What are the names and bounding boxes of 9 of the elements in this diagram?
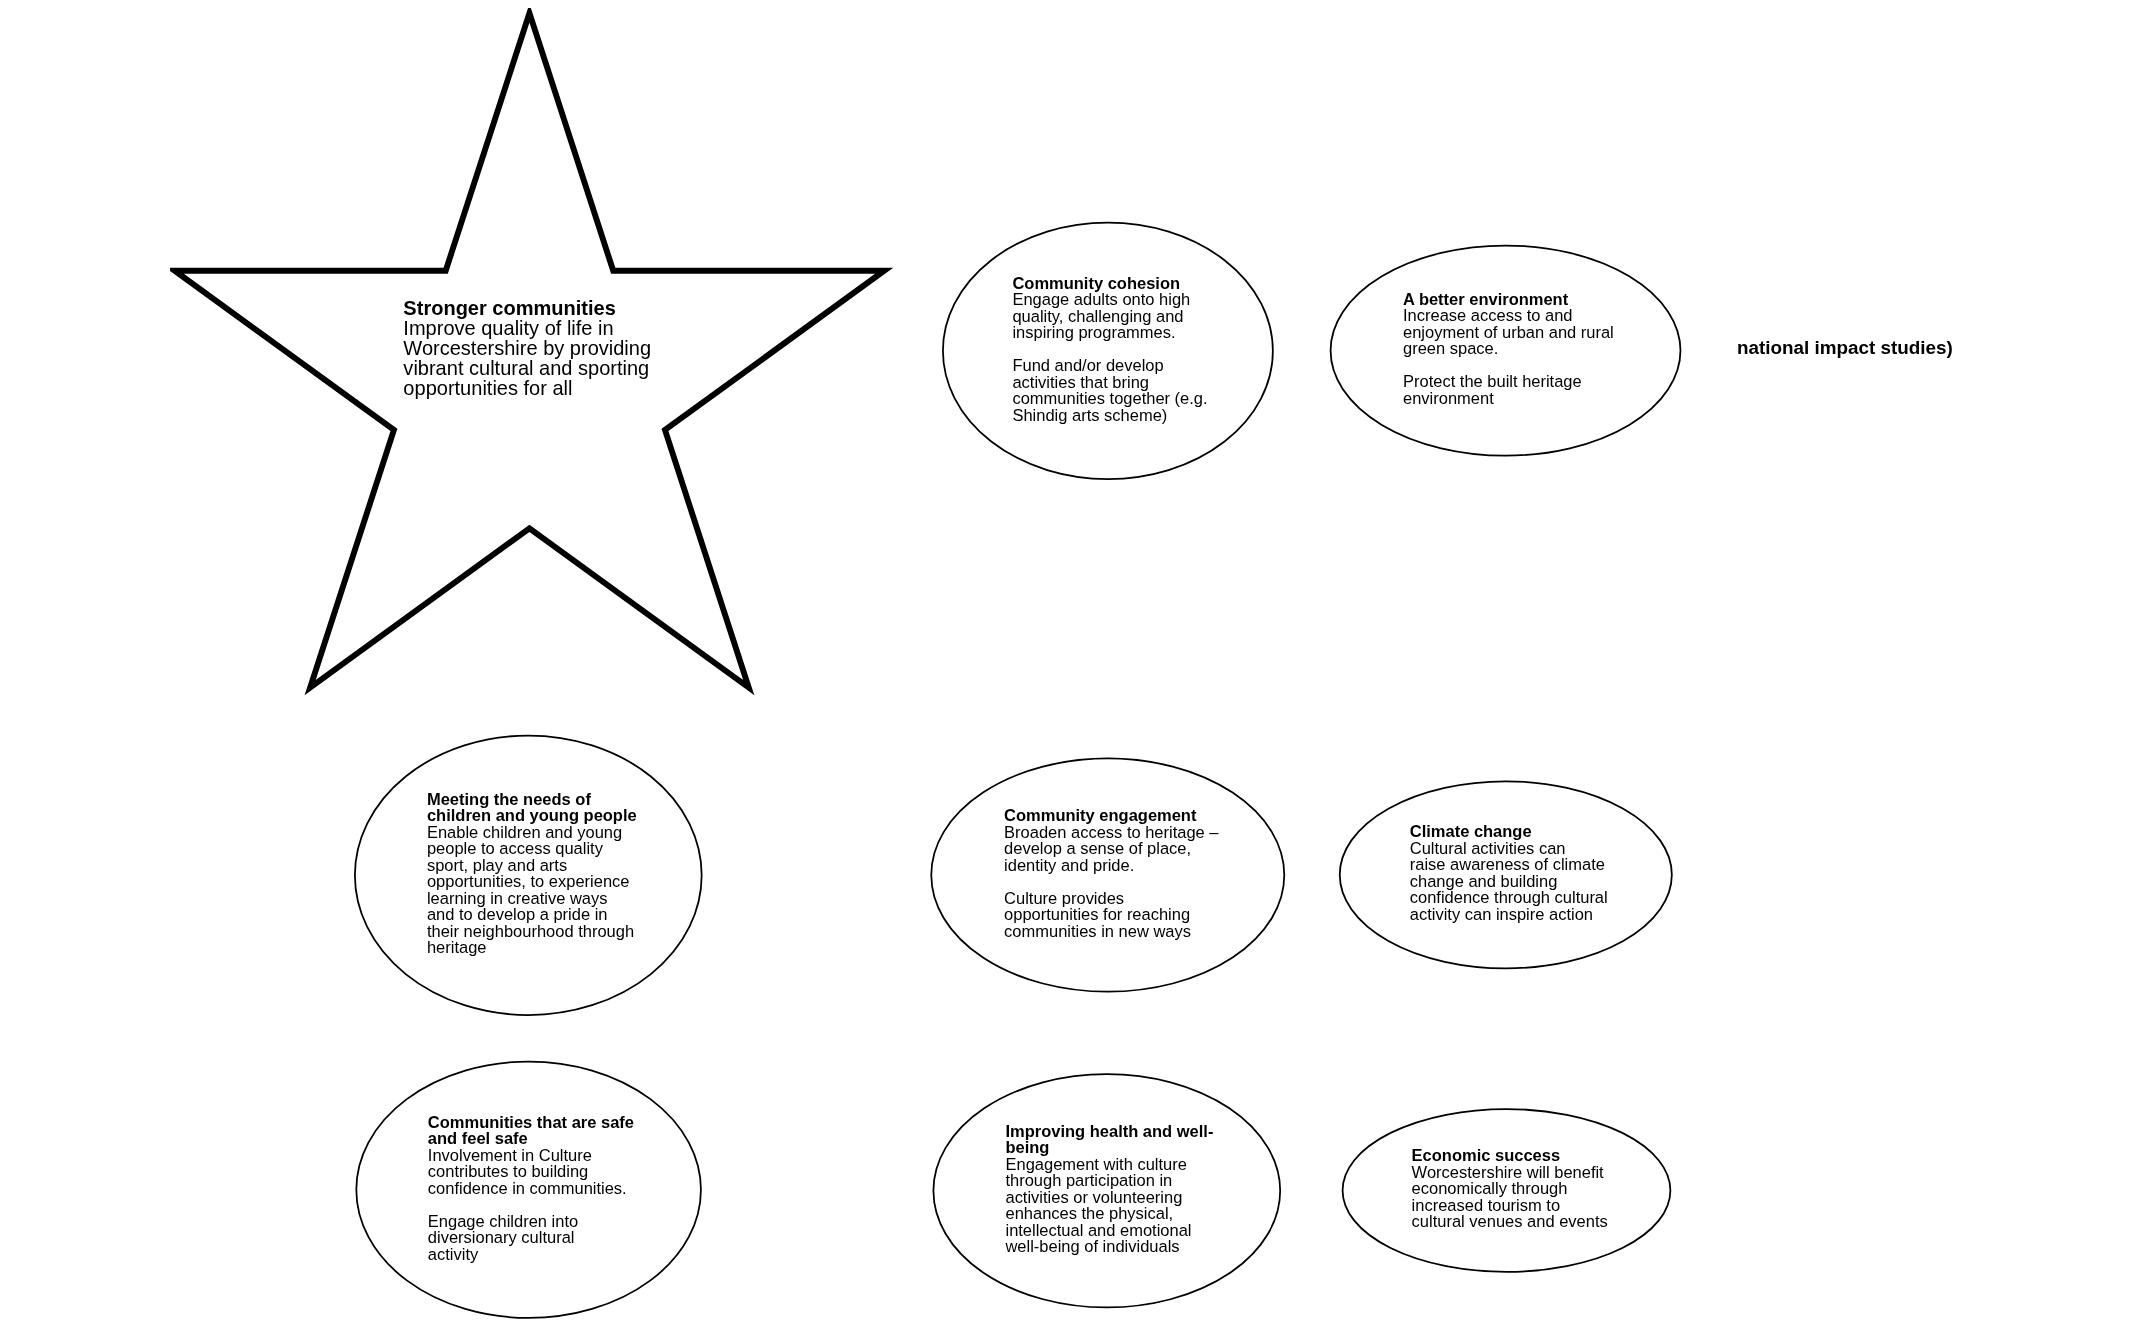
node-ellipse: Meeting the needs of children and young people Enable children and young people to access quality sport, play and arts opportunities, to experience learning in creative ways and to develop a pride in their neighbourhood through heritage (354, 734, 703, 1016)
label: national impact studies) (1737, 337, 1953, 359)
node-ellipse: Climate change Cultural activities can raise awareness of climate change and building confidence through cultural activity can inspire action (1338, 780, 1673, 970)
node-ellipse: A better environment Increase access to and enjoyment of urban and rural green space. Protect the built heritage environment (1329, 244, 1682, 457)
node-ellipse: Economic success Worcestershire will benefit economically through increased tourism to cultural venues and events (1341, 1108, 1672, 1273)
node-ellipse: Improving health and well-being Engagement with culture through participation in activities or volunteering enhances the physical, intellectual and emotional well-being of individuals (932, 1073, 1282, 1309)
node-ellipse: Community cohesion Engage adults onto high quality, challenging and inspiring programmes. Fund and/or develop activities that bring communities together (e.g. Shindig arts scheme) (942, 221, 1274, 480)
node-ellipse: Communities that are safe and feel safe Involvement in Culture contributes to building confidence in communities. Engage children into diversionary cultural activity (355, 1060, 702, 1319)
node-ellipse: Community engagement Broaden access to heritage – develop a sense of place, identity and pride. Culture provides opportunities for reaching communities in new ways (930, 757, 1286, 993)
